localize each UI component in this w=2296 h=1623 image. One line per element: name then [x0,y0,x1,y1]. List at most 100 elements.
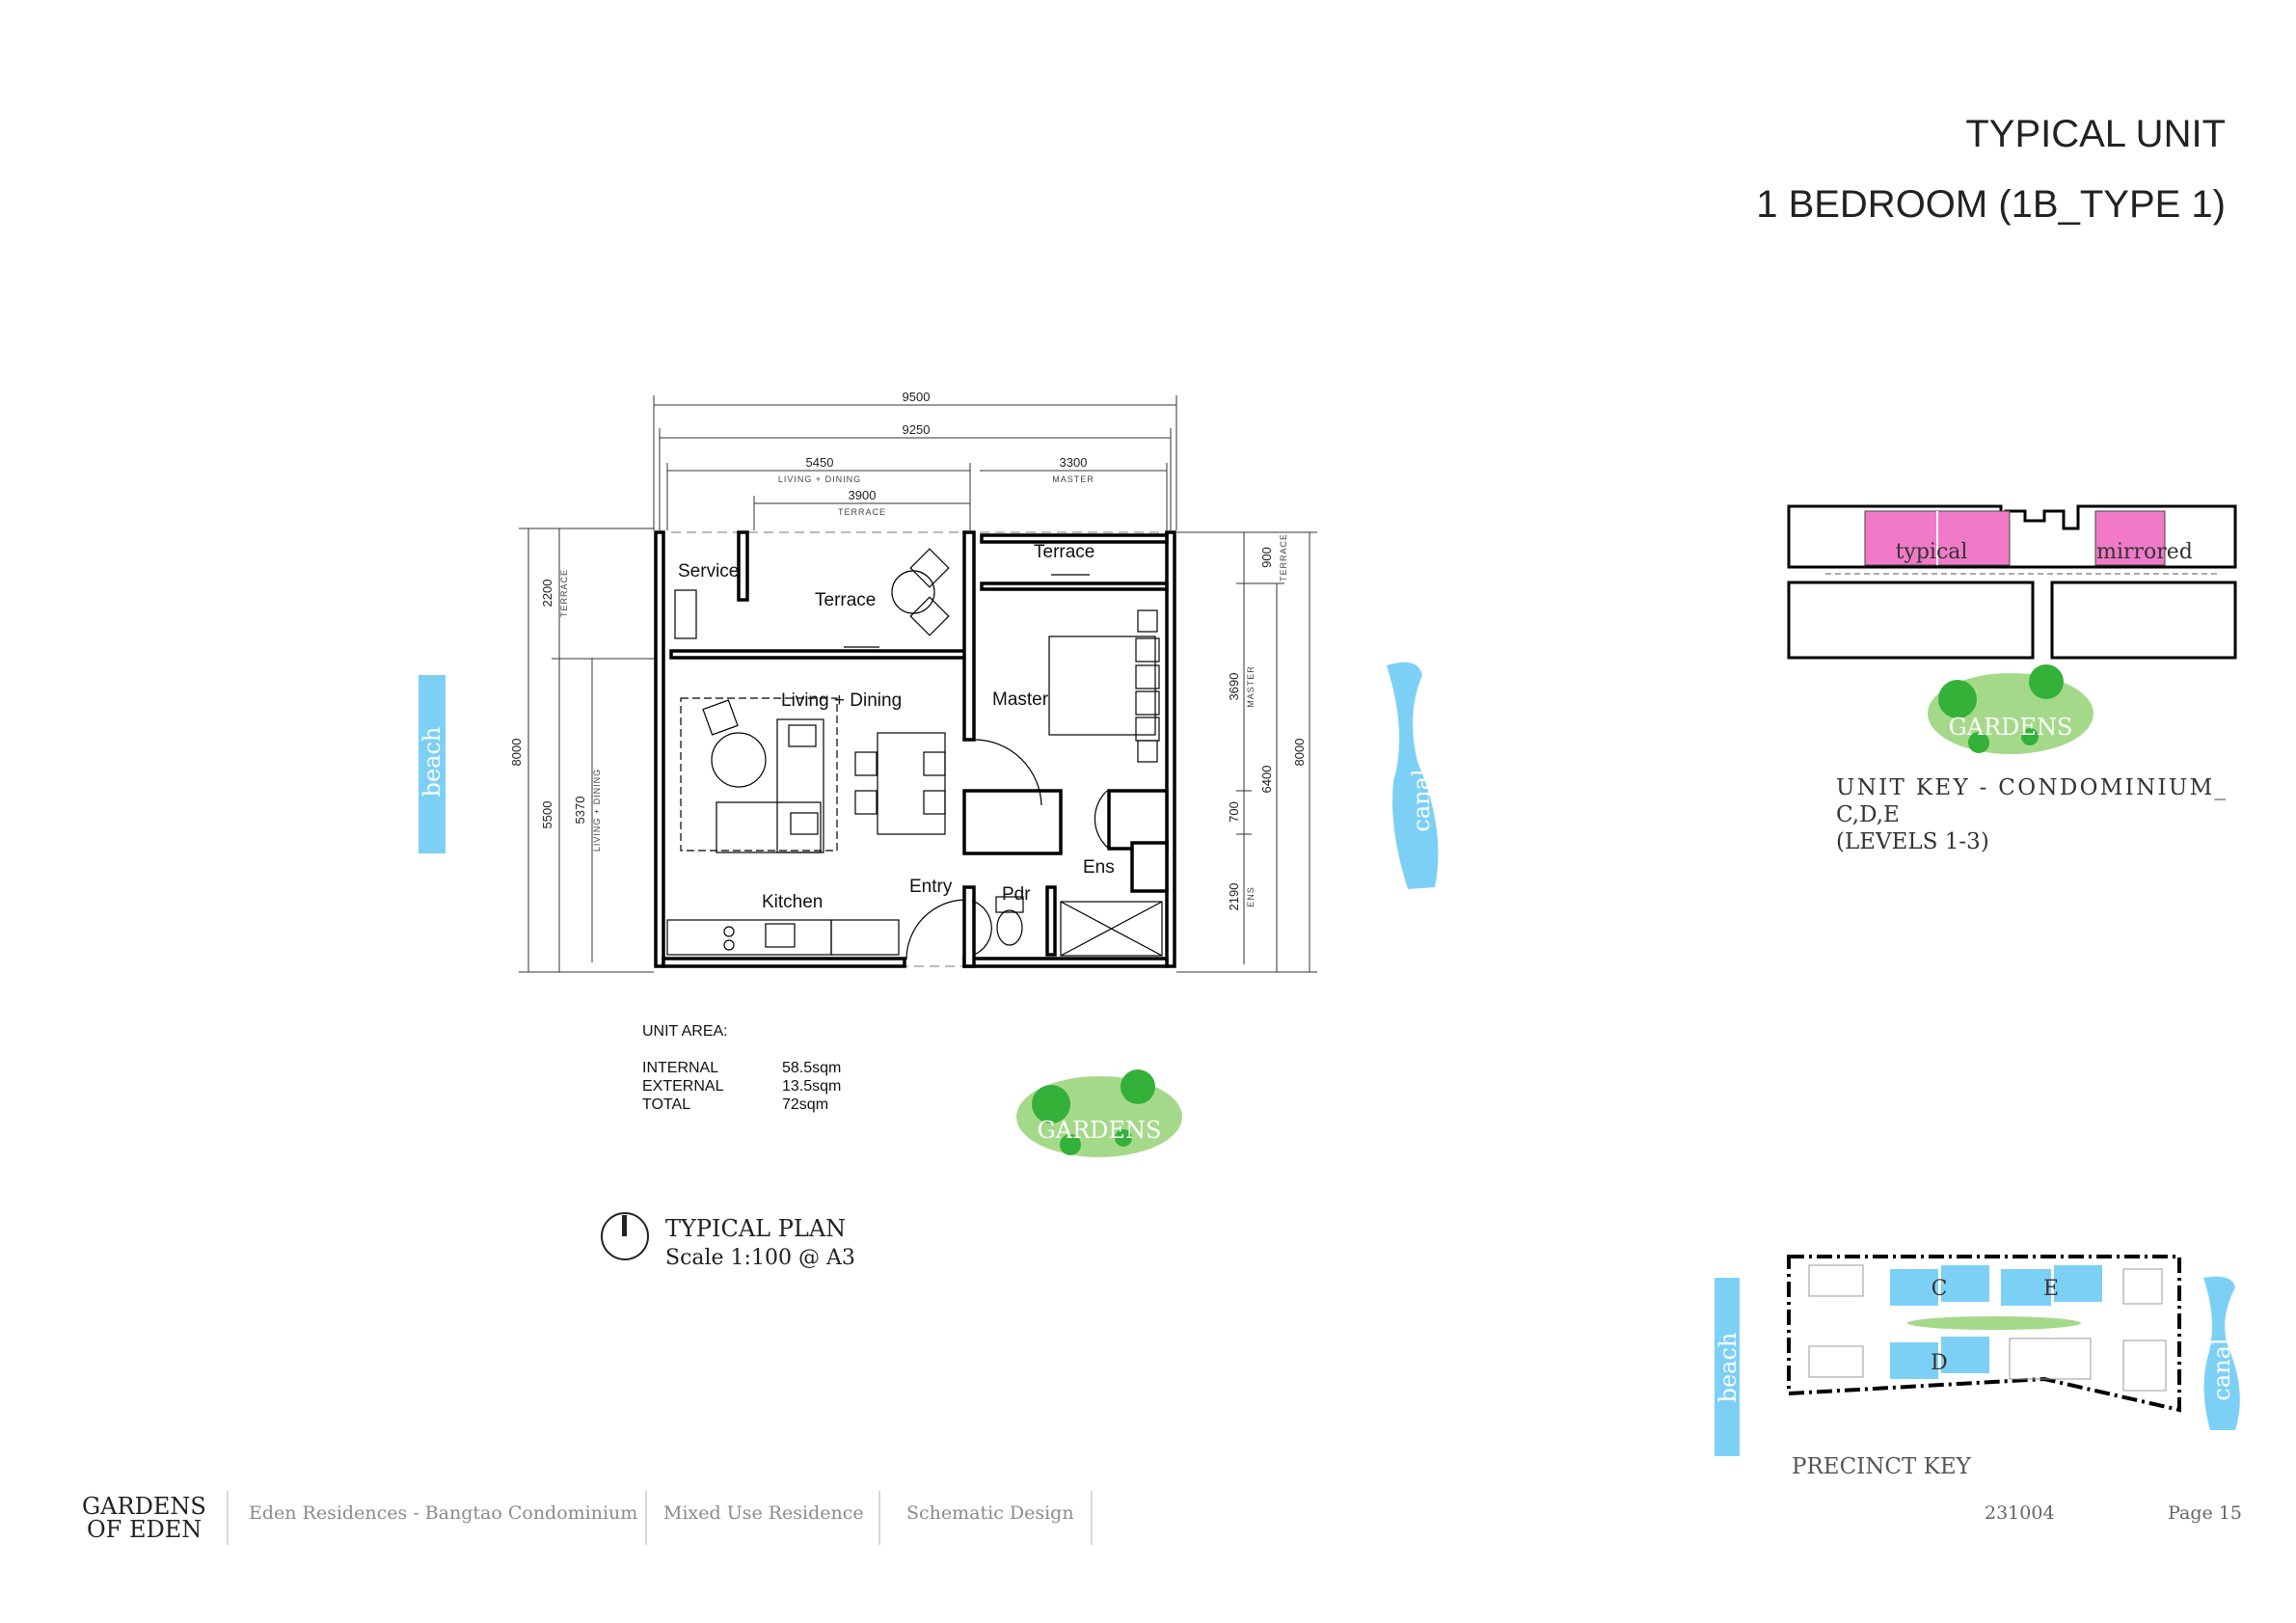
dim-right-3690: 3690 [1227,673,1241,701]
dim-right-700: 700 [1227,801,1241,823]
logo-line2: OF EDEN [87,1516,202,1543]
room-label-terrace: Terrace [815,590,876,610]
unit-area-total-label: TOTAL [642,1096,690,1113]
unit-area-external-value: 13.5sqm [782,1078,841,1095]
unit-key-mirrored-highlight [2094,510,2166,566]
beach-label: beach [419,727,446,798]
wall-east [1165,530,1176,968]
dim-right-6400: 6400 [1259,766,1274,794]
logo-line1: GARDENS [82,1493,206,1520]
pdr-ens-wall [1045,885,1057,957]
dim-9500: 9500 [903,390,931,404]
precinct-beach-label: beach [1715,1333,1742,1403]
plan-caption: TYPICAL PLAN Scale 1:100 @ A3 [601,1212,855,1270]
dim-9250: 9250 [903,422,931,437]
dim-right-2190: 2190 [1227,883,1241,911]
dim-left-5370-label: LIVING + DINING [592,769,602,852]
precinct-garden [1907,1316,2081,1330]
floor-plan: Service Terrace Terrace Living + Dining … [654,530,1176,968]
unit-key-gardens-label: GARDENS [1949,714,2073,741]
room-label-living: Living + Dining [781,690,902,711]
unit-area-internal-value: 58.5sqm [782,1060,841,1076]
master-wall [962,530,976,742]
dim-3900-label: TERRACE [838,507,886,517]
precinct-key-label: PRECINCT KEY [1792,1454,1972,1479]
footer-page-number: Page 15 [2168,1502,2242,1524]
dim-left-8000: 8000 [509,739,524,767]
pdr-wall [962,885,976,968]
service-unit [674,589,697,639]
footer-code: 231004 [1985,1502,2055,1524]
unit-area-internal-label: INTERNAL [642,1060,718,1076]
dim-3300: 3300 [1060,455,1088,470]
ens-basin [1130,841,1169,893]
wall-west [654,530,665,968]
north-arrow-icon [601,1212,649,1260]
precinct-block-d-label: D [1931,1351,1948,1375]
dim-right-2190-label: ENS [1246,886,1256,907]
ens-vanity [1107,789,1169,851]
dimensions-left: 8000 5500 2200 TERRACE 5370 LIVING + DIN… [509,527,654,973]
unit-area-total-value: 72sqm [782,1096,828,1113]
precinct-canal [2203,1276,2240,1430]
dim-5450: 5450 [806,455,834,470]
service-wall [737,530,749,602]
room-label-service: Service [678,561,739,582]
room-label-kitchen: Kitchen [762,892,823,912]
footer-type: Mixed Use Residence [663,1502,864,1524]
plan-caption-scale: Scale 1:100 @ A3 [665,1246,855,1270]
precinct-boundary [1787,1255,2181,1413]
unit-key-caption-line2: C,D,E [1836,802,1900,827]
room-label-pdr: Pdr [1002,884,1031,905]
unit-key: typical mirrored GARDENS UNIT KEY - COND… [1787,504,2237,854]
unit-key-caption-line1: UNIT KEY - CONDOMINIUM_ [1836,775,2227,800]
precinct-key: beach canal C E D PRECINCT KEY [1715,1255,2240,1479]
unit-key-mirrored-label: mirrored [2096,540,2193,564]
plan-caption-title: TYPICAL PLAN [665,1215,846,1242]
gardens-marker: GARDENS [1016,1069,1182,1157]
precinct-block-d-left [1890,1342,1938,1379]
wall-south-right [962,957,1169,968]
unit-area-external-label: EXTERNAL [642,1078,724,1095]
unit-key-caption-line3: (LEVELS 1-3) [1836,829,1989,854]
canal-marker: canal [1387,662,1439,889]
footer-project: Eden Residences - Bangtao Condominium [249,1502,637,1524]
living-furniture [680,697,946,853]
dim-right-900-label: TERRACE [1279,533,1288,582]
dim-5450-label: LIVING + DINING [778,474,861,484]
precinct-block-c-label: C [1931,1277,1948,1301]
dim-right-3690-label: MASTER [1246,665,1256,708]
beach-marker: beach [419,675,446,853]
entry-door-swing [905,899,965,960]
dimensions-right: 8000 6400 900 TERRACE 3690 MASTER 700 21… [1176,531,1317,973]
unit-area-heading: UNIT AREA: [642,1023,728,1040]
dim-right-8000: 8000 [1292,739,1307,767]
ens-shower [1060,901,1163,957]
master-terrace-wall [980,582,1169,591]
kitchen-counter [666,919,900,956]
precinct-block-e-left [2001,1269,2051,1306]
terrace-wall [669,649,968,660]
dim-left-2200-label: TERRACE [559,569,569,617]
terrace-furniture [844,548,950,648]
sheet-subtitle: 1 BEDROOM (1B_TYPE 1) [1756,183,2226,226]
wall-south-left [662,957,906,968]
gardens-label: GARDENS [1038,1117,1162,1144]
master-door-swing [973,739,1042,806]
dim-left-2200: 2200 [540,580,554,608]
dim-3300-label: MASTER [1052,474,1094,484]
dim-3900: 3900 [849,488,877,502]
precinct-block-c-left [1890,1269,1938,1306]
precinct-block-e-label: E [2043,1277,2059,1301]
room-label-entry: Entry [909,877,953,897]
dim-left-5370: 5370 [573,797,587,825]
sheet-title: TYPICAL UNIT [1965,113,2226,155]
wall-north-right [980,533,1169,544]
room-label-ens: Ens [1083,857,1115,878]
footer: GARDENS OF EDEN Eden Residences - Bangta… [82,1491,2242,1545]
footer-stage: Schematic Design [906,1502,1074,1524]
dim-right-900: 900 [1259,547,1274,568]
wardrobe [962,789,1063,855]
room-label-master-terrace: Terrace [1034,542,1094,562]
